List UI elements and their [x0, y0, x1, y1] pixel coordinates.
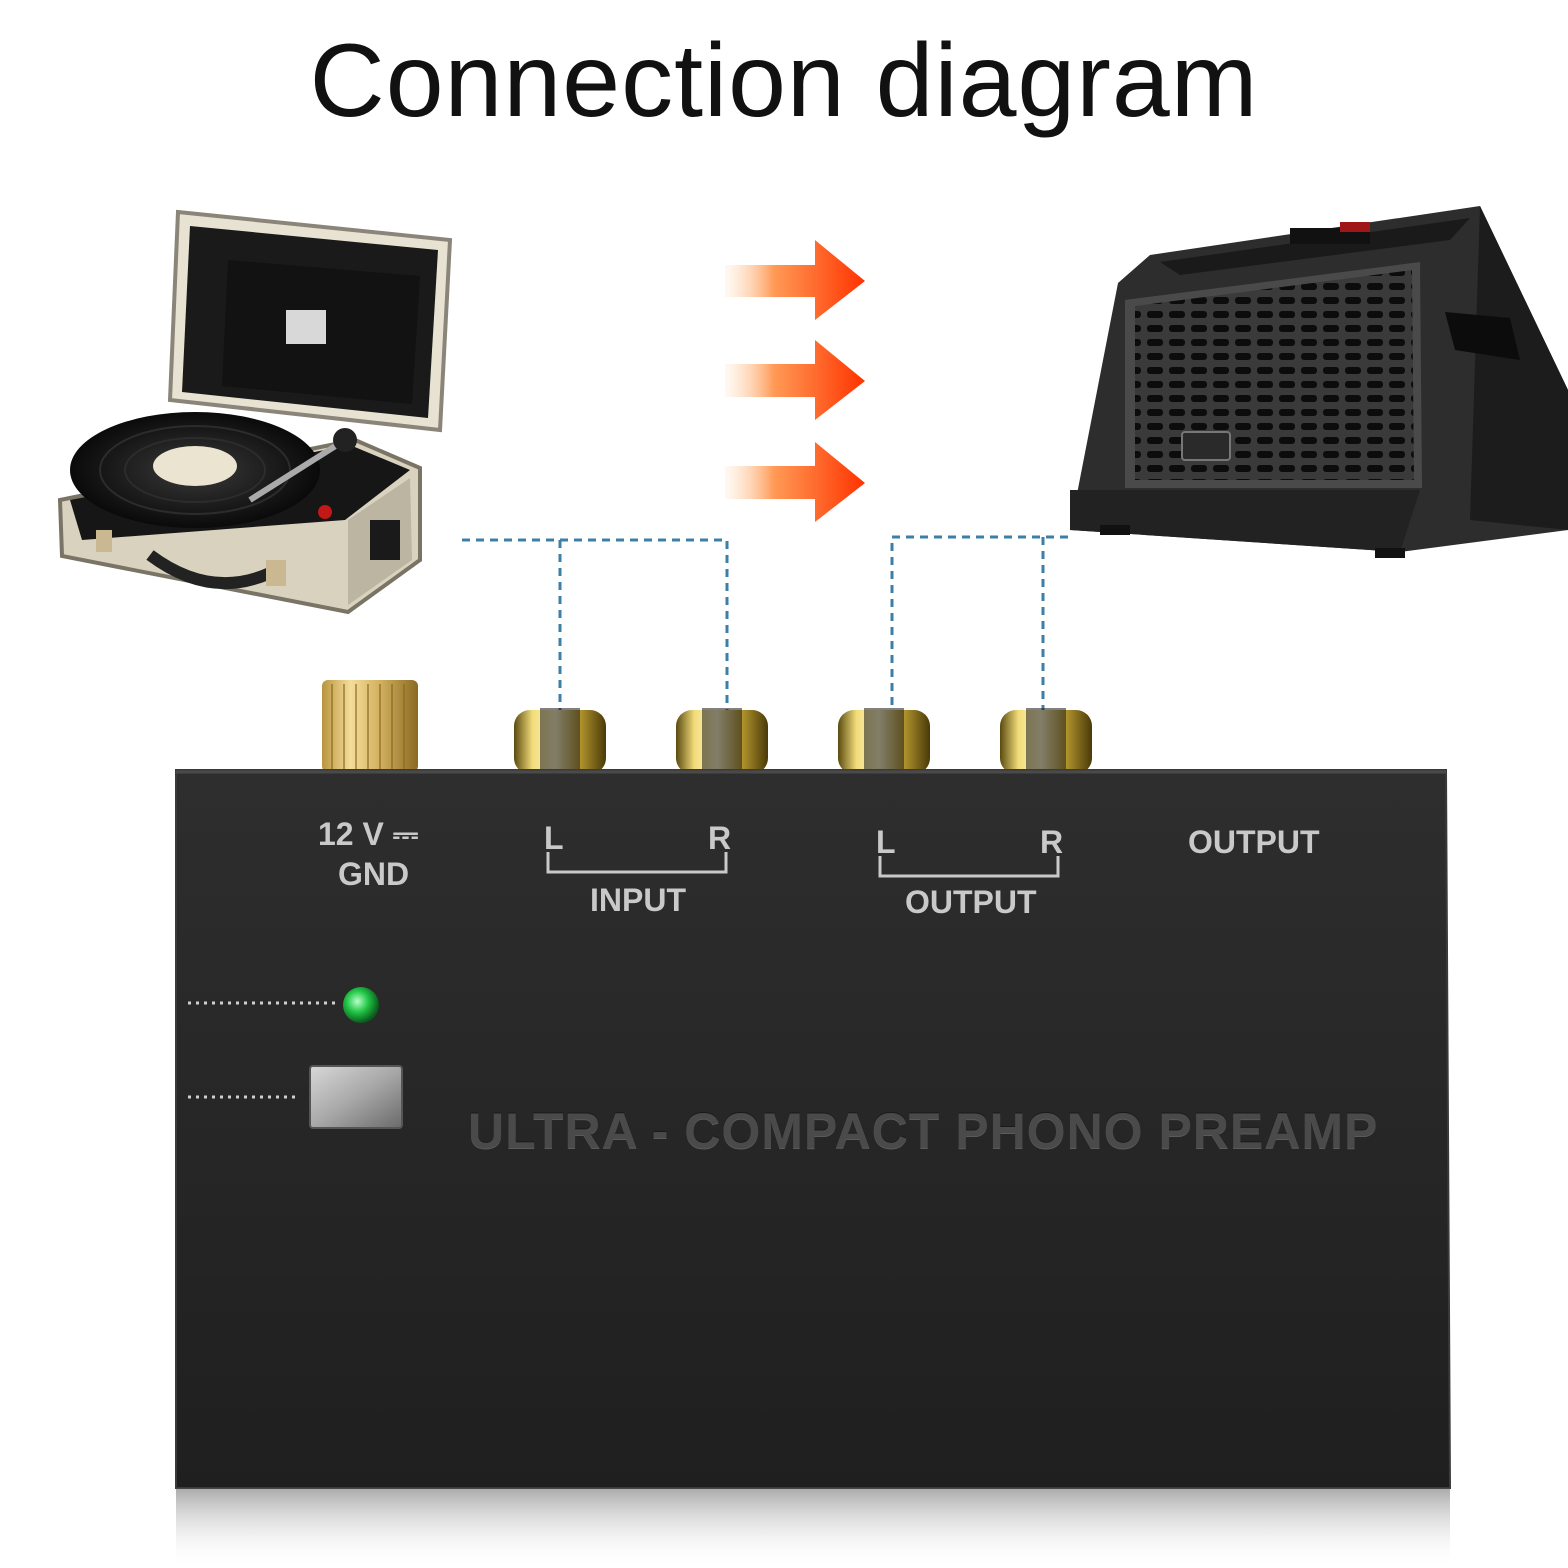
knob-red: [318, 505, 332, 519]
rca-jack-output-left: [838, 708, 930, 774]
rca-jack-output-right: [1000, 708, 1092, 774]
speaker-illustration: [1070, 206, 1568, 558]
output-label: OUTPUT: [905, 884, 1037, 920]
brand-text: ULTRA - COMPACT PHONO PREAMP: [468, 1103, 1379, 1159]
connection-lines: [462, 535, 1068, 712]
rca-jack-input-right: [676, 708, 768, 774]
preamp-device: [175, 680, 1452, 1489]
input-label: INPUT: [590, 882, 686, 918]
power-button: [309, 1065, 403, 1129]
arrow-icon: [725, 240, 865, 320]
power-voltage: 12 V: [318, 816, 384, 852]
dc-symbol-icon: ⎓: [392, 815, 419, 853]
output-left-label: L: [876, 824, 896, 860]
signal-arrows: [725, 240, 865, 522]
lid-badge: [286, 310, 326, 344]
power-label: 12 V ⎓: [318, 818, 418, 850]
arrow-icon: [725, 442, 865, 522]
gnd-label: GND: [338, 856, 410, 892]
power-led: [343, 987, 379, 1023]
input-line: [462, 538, 729, 712]
output-label-secondary: OUTPUT: [1188, 824, 1320, 860]
arrow-icon: [725, 340, 865, 420]
output-line: [890, 535, 1068, 712]
speaker-grille: [1135, 270, 1414, 480]
gnd-knob: [322, 680, 418, 772]
input-right-label: R: [708, 820, 732, 856]
turntable-illustration: [57, 209, 453, 615]
input-left-label: L: [544, 820, 564, 856]
rca-jack-input-left: [514, 708, 606, 774]
floor-reflection: [176, 1488, 1450, 1568]
page-title: Connection diagram: [309, 23, 1259, 139]
output-right-label: R: [1040, 824, 1064, 860]
